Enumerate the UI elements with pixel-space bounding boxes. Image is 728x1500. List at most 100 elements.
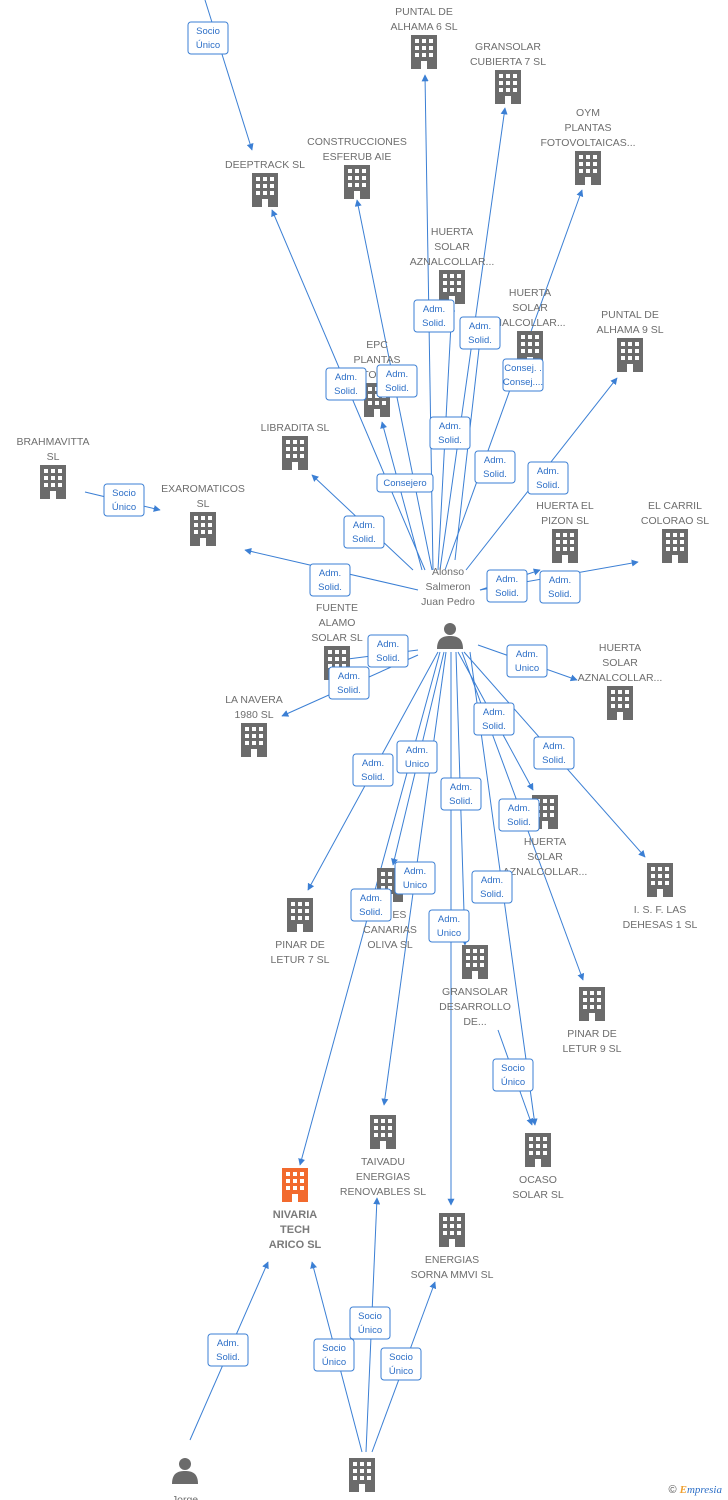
edge-label-l6[interactable]: Adm.Solid. — [376, 364, 418, 398]
node-oym[interactable]: OYMPLANTASFOTOVOLTAICAS... — [540, 107, 636, 185]
node-bottomco[interactable] — [349, 1458, 375, 1492]
edge-label-text: Adm. — [516, 649, 538, 660]
building-icon — [579, 987, 605, 1021]
edge-label-l5[interactable]: Adm.Solid. — [325, 367, 367, 401]
node-label-line: ALHAMA 6 SL — [390, 21, 457, 33]
edge-label-l28[interactable]: Adm.Unico — [428, 909, 470, 943]
node-label-line: AZNALCOLLAR... — [503, 866, 588, 878]
edge-label-l10[interactable]: Adm.Solid. — [527, 461, 569, 495]
edge-label-l4[interactable]: Consej. .Consej.... — [502, 358, 544, 392]
edge-label-l23[interactable]: Adm.Solid. — [440, 777, 482, 811]
node-label-line: EXAROMATICOS — [161, 483, 245, 495]
edge-label-l14[interactable]: Adm.Solid. — [539, 570, 581, 604]
edge-label-l2[interactable]: Adm.Solid. — [413, 299, 455, 333]
edge-label-l25[interactable]: Adm.Unico — [394, 861, 436, 895]
edge-label-l30[interactable]: Adm.Solid. — [207, 1333, 249, 1367]
node-label-line: BRAHMAVITTA — [16, 436, 89, 448]
relation-edge — [380, 421, 423, 571]
edge-label-text: Adm. — [508, 803, 530, 814]
node-huerta3[interactable]: HUERTASOLARAZNALCOLLAR... — [578, 642, 663, 720]
edge-label-l3[interactable]: Adm.Solid. — [459, 316, 501, 350]
empresia-logo[interactable]: Empresia — [679, 1484, 722, 1496]
edge-label-l18[interactable]: Adm.Unico — [506, 644, 548, 678]
node-label-line: SOLAR SL — [311, 632, 363, 644]
person-icon — [172, 1458, 198, 1484]
node-label-line: EPC — [366, 339, 388, 351]
edge-label-l27[interactable]: Adm.Solid. — [471, 870, 513, 904]
edge-label-l8[interactable]: Consejero — [376, 473, 434, 493]
edge-label-l9[interactable]: Adm.Solid. — [343, 515, 385, 549]
edge-label-l16[interactable]: Adm.Solid. — [367, 634, 409, 668]
node-gransolardes[interactable]: GRANSOLARDESARROLLODE... — [439, 945, 511, 1028]
node-libradita[interactable]: LIBRADITA SL — [261, 422, 330, 470]
edge-label-l26[interactable]: Adm.Solid. — [350, 888, 392, 922]
edge-label-l7[interactable]: Adm.Solid. — [429, 416, 471, 450]
node-deeptrack[interactable]: DEEPTRACK SL — [225, 159, 305, 207]
building-icon — [349, 1458, 375, 1492]
edge-label-text: Único — [196, 40, 220, 51]
node-label-line: TAIVADU — [361, 1156, 405, 1168]
node-label-line: HUERTA — [431, 226, 473, 238]
edge-label-l17[interactable]: Adm.Solid. — [328, 666, 370, 700]
node-label-line: ALHAMA 9 SL — [596, 324, 663, 336]
node-label-line: AZNALCOLLAR... — [578, 672, 663, 684]
edge-label-text: Solid. — [438, 435, 462, 446]
edge-label-l21[interactable]: Adm.Solid. — [352, 753, 394, 787]
edge-label-text: Adm. — [496, 574, 518, 585]
edge-label-text: Adm. — [335, 372, 357, 383]
edge-label-text: Adm. — [353, 520, 375, 531]
edge-label-box — [498, 798, 540, 832]
edge-label-text: Adm. — [484, 455, 506, 466]
node-label-line: PUNTAL DE — [395, 6, 453, 18]
edge-label-l20[interactable]: Adm.Solid. — [473, 702, 515, 736]
edge-label-l22[interactable]: Adm.Unico — [396, 740, 438, 774]
edge-label-l12[interactable]: Adm.Solid. — [309, 563, 351, 597]
edge-label-text: Solid. — [480, 889, 504, 900]
edge-label-l13[interactable]: Adm.Solid. — [486, 569, 528, 603]
edge-label-l24[interactable]: Adm.Solid. — [498, 798, 540, 832]
edge-label-l15[interactable]: Adm. Solid. — [474, 450, 516, 484]
edge-label-box — [527, 461, 569, 495]
node-label-line: HUERTA EL — [536, 500, 594, 512]
edge-label-text: Solid. — [483, 469, 507, 480]
node-jorge[interactable]: Jorge — [172, 1458, 198, 1500]
node-label-line: AZNALCOLLAR... — [410, 256, 495, 268]
node-label-line: DEEPTRACK SL — [225, 159, 305, 171]
edge-label-text: Solid. — [536, 480, 560, 491]
node-puntal6[interactable]: PUNTAL DE ALHAMA 6 SL — [390, 6, 458, 69]
edge-label-text: Adm. — [217, 1338, 239, 1349]
node-huerta4[interactable]: HUERTASOLARAZNALCOLLAR... — [503, 795, 588, 878]
edge-label-l19[interactable]: Adm.Solid. — [533, 736, 575, 770]
node-huerta2[interactable]: HUERTASOLARNALCOLLAR... — [494, 287, 566, 365]
node-label-line: FOTOVOLTAICAS... — [540, 137, 635, 149]
node-label-line: NALCOLLAR... — [494, 317, 565, 329]
node-huerta1[interactable]: HUERTASOLARAZNALCOLLAR... — [410, 226, 495, 304]
building-icon — [282, 1168, 308, 1202]
node-label-line: GRANSOLAR — [475, 41, 541, 53]
edge-label-box — [428, 909, 470, 943]
